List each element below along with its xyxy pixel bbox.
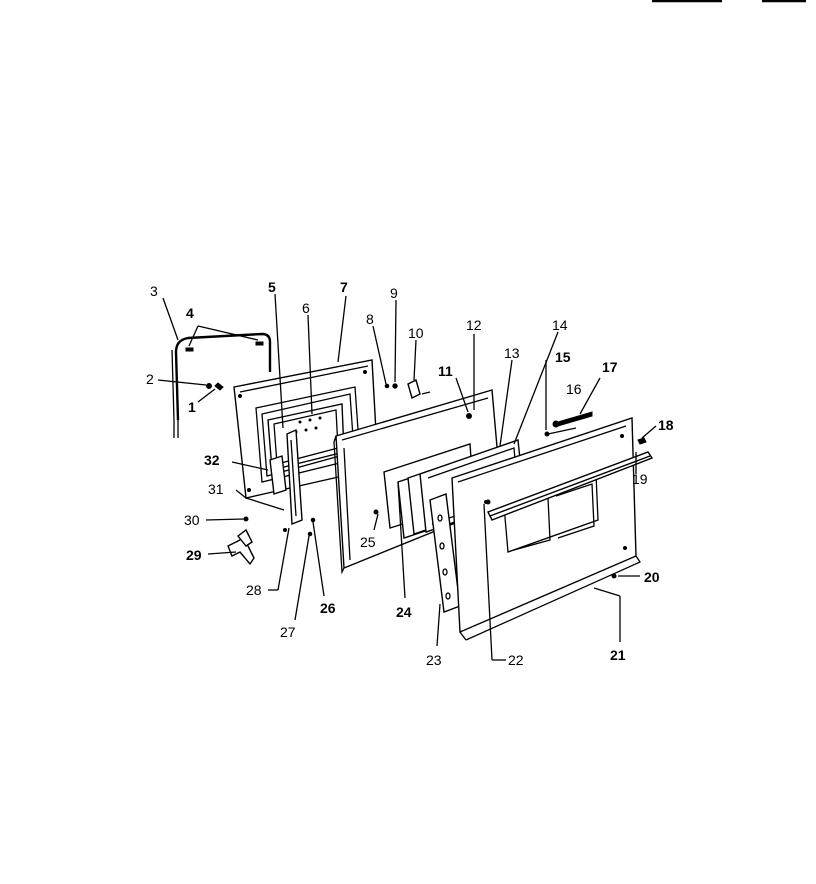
- part-3-door-gasket: [171, 332, 272, 438]
- callout-30: 30: [184, 512, 200, 528]
- callout-2: 2: [146, 371, 154, 387]
- callout-labels: 3 4 2 1 5 6 7 8 9 10 11 12 13 14 15 16 1…: [146, 279, 674, 668]
- part-32-insulation: [269, 455, 287, 495]
- callout-17: 17: [602, 359, 618, 375]
- callout-23: 23: [426, 652, 442, 668]
- callout-18: 18: [658, 417, 674, 433]
- part-5-hinge-strip: [286, 428, 303, 526]
- callout-12: 12: [466, 317, 482, 333]
- callout-19: 19: [632, 471, 648, 487]
- leader-lines: [157, 293, 657, 661]
- callout-7: 7: [340, 279, 348, 295]
- part-11-screw: [466, 413, 472, 419]
- callout-27: 27: [280, 624, 296, 640]
- callout-1: 1: [188, 399, 196, 415]
- callout-14: 14: [552, 317, 568, 333]
- part-1-2-screw-washer: [206, 382, 224, 391]
- callout-3: 3: [150, 283, 158, 299]
- callout-31: 31: [208, 481, 224, 497]
- callout-26: 26: [320, 600, 336, 616]
- callout-10: 10: [408, 325, 424, 341]
- door-fasteners: [485, 411, 647, 579]
- callout-21: 21: [610, 647, 626, 663]
- callout-32: 32: [204, 452, 220, 468]
- callout-25: 25: [360, 534, 376, 550]
- callout-11: 11: [438, 363, 453, 379]
- callout-24: 24: [396, 604, 412, 620]
- callout-15: 15: [555, 349, 571, 365]
- part-29-door-stop: [227, 528, 255, 566]
- callout-5: 5: [268, 279, 276, 295]
- callout-20: 20: [644, 569, 660, 585]
- part-19-handle: [487, 451, 654, 521]
- callout-16: 16: [566, 381, 582, 397]
- callout-22: 22: [508, 652, 524, 668]
- callout-28: 28: [246, 582, 262, 598]
- callout-8: 8: [366, 311, 374, 327]
- callout-6: 6: [302, 300, 310, 316]
- part-21-outer-door: [451, 417, 641, 641]
- part-4-gasket-clips: [185, 341, 264, 352]
- callout-13: 13: [504, 345, 520, 361]
- callout-9: 9: [390, 285, 398, 301]
- callout-4: 4: [186, 305, 194, 321]
- callout-29: 29: [186, 547, 202, 563]
- part-25-clip: [373, 509, 379, 515]
- small-fasteners: [243, 516, 316, 537]
- parts-8-9-10-hardware: [384, 378, 431, 400]
